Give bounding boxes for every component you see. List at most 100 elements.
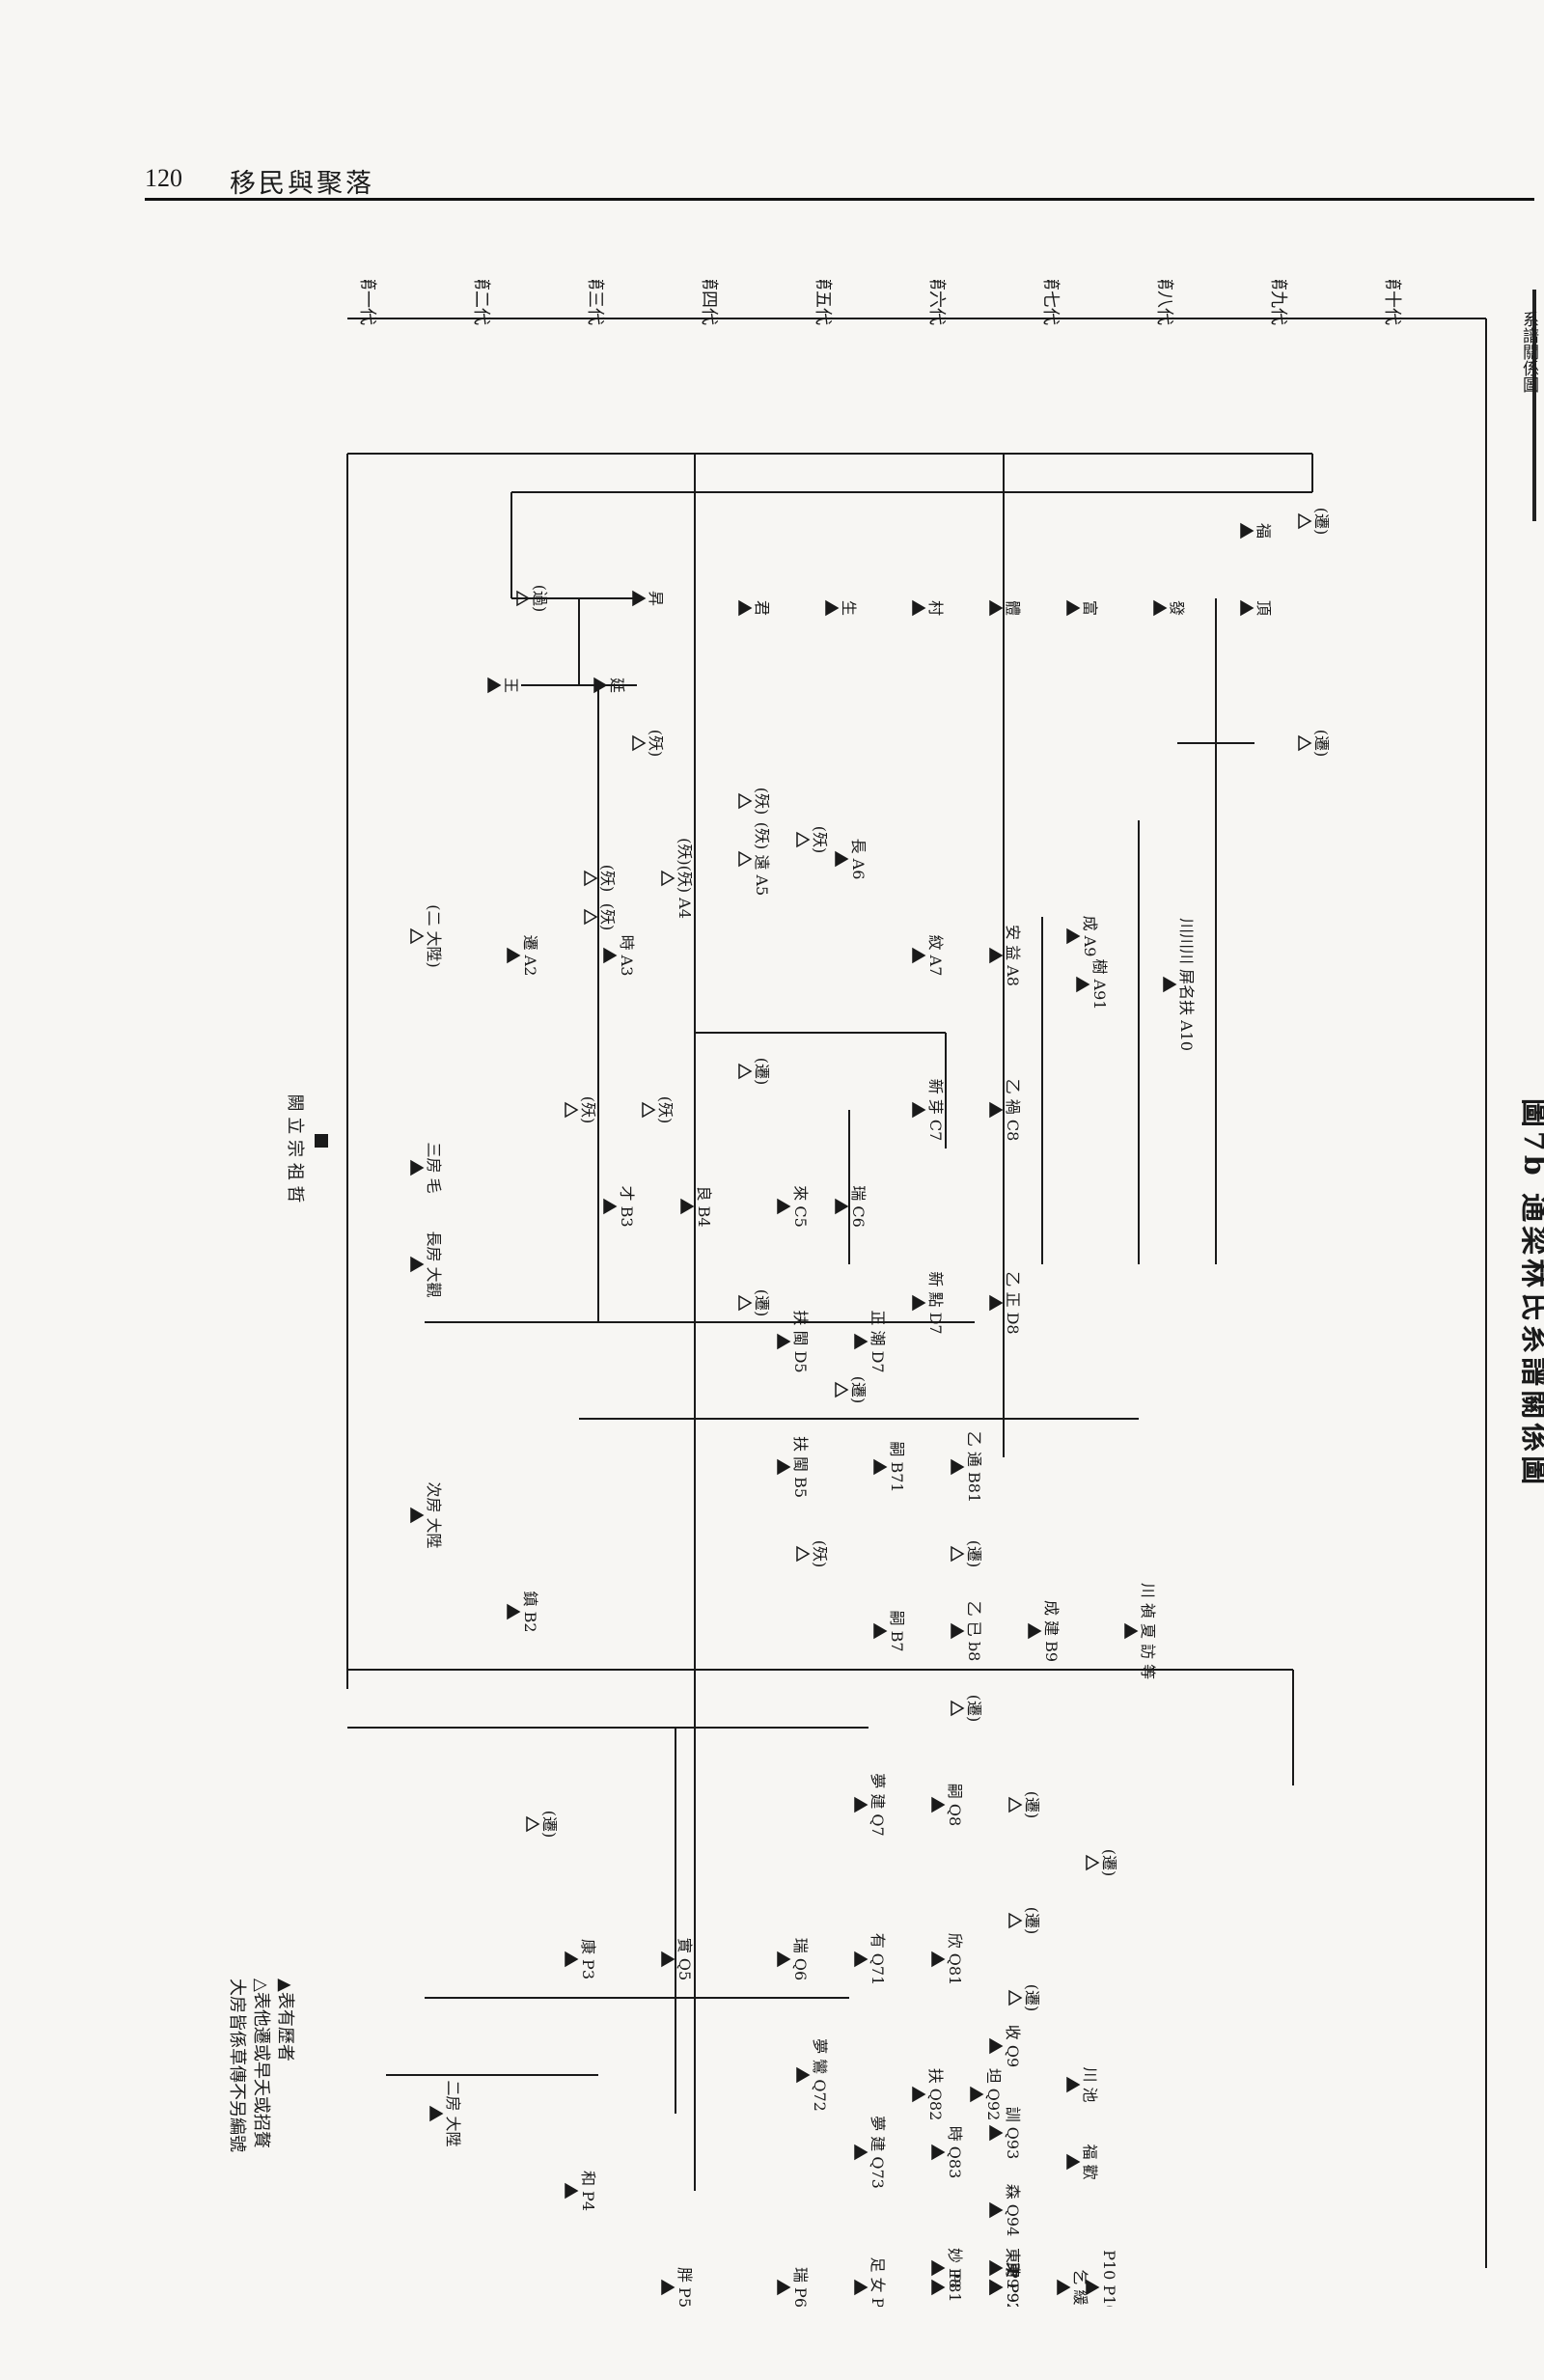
node-marker (410, 1507, 425, 1524)
generation-label: 第七代 (1040, 280, 1061, 325)
node-label: (遷) (965, 1540, 983, 1568)
node-label: 福 (1254, 523, 1273, 539)
node-marker (951, 1700, 965, 1717)
node-marker (603, 947, 618, 964)
node-label: 村 (926, 600, 945, 616)
node-label: (殀) 遠 A5 (753, 822, 771, 896)
node-label: (遷) (1023, 1907, 1041, 1935)
node-label: 嗣 Q8 (946, 1784, 964, 1826)
node-label: 和 P4 (579, 2171, 597, 2211)
node-marker (1240, 522, 1254, 540)
genealogy-diagram: 第一代第二代第三代第四代第五代第六代第七代第八代第九代第十代 長房 大觀次房 大… (227, 280, 1544, 2307)
book-title: 移民與聚落 (230, 169, 374, 199)
triangle-markers (410, 512, 1312, 2296)
node-marker (835, 1198, 849, 1215)
node-marker (1008, 1989, 1023, 2006)
edge-text: 系譜關係圖 (1519, 311, 1538, 393)
generation-labels: 第一代第二代第三代第四代第五代第六代第七代第八代第九代第十代 (357, 280, 1402, 325)
node-label: 樹 A91 (1090, 958, 1109, 1010)
node-label: 紋 A7 (926, 935, 945, 977)
node-marker (516, 590, 531, 607)
node-marker (584, 870, 598, 887)
legend-line-2: △表他遷或早夭或招贅 (251, 1979, 271, 2148)
node-marker (738, 792, 753, 810)
node-label: 富 (1081, 600, 1099, 616)
node-marker (1298, 734, 1312, 752)
node-marker (989, 2259, 1004, 2277)
node-marker (1008, 1912, 1023, 1929)
node-label: 欣 Q81 (946, 1933, 964, 1986)
node-label: 長房 大觀 (425, 1231, 443, 1297)
node-marker (989, 1294, 1004, 1312)
node-marker (1057, 2279, 1071, 2296)
node-label: 新 點 D7 (926, 1271, 945, 1334)
generation-label: 第三代 (585, 280, 605, 325)
node-marker (565, 1101, 579, 1119)
node-marker (912, 599, 926, 617)
node-label: 扶 閩 D5 (791, 1310, 810, 1372)
node-marker (796, 1545, 811, 1563)
node-marker (777, 1458, 791, 1476)
node-label: 夢 鸞 Q72 (811, 2038, 829, 2112)
node-label: (過) (531, 585, 549, 613)
generation-label: 第十代 (1382, 280, 1402, 325)
node-marker (931, 2259, 946, 2277)
node-marker (603, 1198, 618, 1215)
node-label: (殀) (811, 826, 829, 854)
node-marker (738, 1294, 753, 1312)
node-marker (661, 2279, 676, 2296)
node-marker (912, 947, 926, 964)
node-label: 胖 P5 (676, 2267, 694, 2307)
node-label: 瑞 Q6 (791, 1938, 810, 1980)
node-label: 生 (840, 600, 858, 616)
node-label: (殀) (647, 730, 665, 758)
generation-rule (347, 318, 1487, 2268)
header-rule (145, 198, 1534, 201)
node-label: 乙 禍 C8 (1004, 1079, 1022, 1142)
node-label: (殀) (579, 1096, 597, 1124)
node-marker (1163, 976, 1177, 993)
node-marker (777, 1951, 791, 1968)
node-marker (989, 2279, 1004, 2296)
node-marker (565, 1951, 579, 1968)
node-label: (遷) (1023, 1791, 1041, 1819)
node-label: (遷) (849, 1376, 868, 1404)
node-marker (854, 1333, 868, 1350)
node-label: 王 (502, 678, 520, 693)
node-label: 森 Q94 (1004, 2184, 1022, 2237)
node-label: (殀) (598, 903, 617, 931)
edge-marker (1532, 290, 1544, 521)
node-label: 實 Q5 (676, 1938, 694, 1980)
node-marker (989, 2124, 1004, 2142)
node-marker (931, 2144, 946, 2161)
node-marker (1008, 1796, 1023, 1813)
node-label: 乞 緩 (1071, 2269, 1089, 2305)
node-label: 良 B4 (695, 1185, 713, 1227)
node-label: 川 池 (1081, 2066, 1099, 2102)
node-label: (遷) (540, 1811, 559, 1839)
node-marker (1086, 2279, 1100, 2296)
legend-line-1: ▲表有歷者 (275, 1979, 295, 2062)
node-label: 次房 大陞 (425, 1481, 443, 1548)
node-marker (1086, 1854, 1100, 1871)
node-marker (1298, 512, 1312, 530)
node-marker (738, 1063, 753, 1080)
node-marker (738, 599, 753, 617)
node-label: 來 C5 (791, 1185, 810, 1228)
node-label: 有 Q71 (868, 1933, 887, 1986)
node-label: 發 (1168, 600, 1186, 616)
root-marker (315, 1134, 328, 1148)
node-label: 扶 閩 B5 (791, 1436, 810, 1498)
node-marker (989, 2201, 1004, 2219)
node-label: 瑞 P6 (791, 2267, 810, 2307)
node-marker (854, 2144, 868, 2161)
node-marker (526, 1815, 540, 1833)
node-marker (777, 1198, 791, 1215)
node-label: 遷 A2 (521, 935, 539, 977)
node-marker (835, 1381, 849, 1398)
node-marker (989, 599, 1004, 617)
generation-label: 第一代 (357, 280, 377, 325)
generation-label: 第八代 (1154, 280, 1174, 325)
figure-caption: 圖7b 通梁林氏系譜關係圖 (1517, 1098, 1544, 1488)
generation-label: 第二代 (471, 280, 491, 325)
